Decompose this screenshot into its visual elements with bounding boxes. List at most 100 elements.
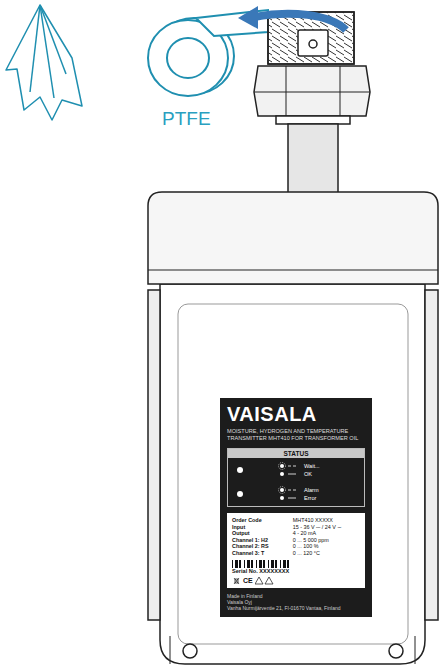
status-text: Error (304, 495, 316, 501)
threaded-fitting (254, 66, 370, 116)
barcode (280, 560, 281, 568)
status-row: AlarmError (228, 482, 364, 506)
ptfe-tape (167, 38, 209, 78)
status-led (234, 461, 264, 479)
led-symbol (278, 486, 304, 494)
rotation-arrow (238, 6, 346, 30)
cloth-icon (6, 5, 82, 120)
transmitter-housing (178, 304, 408, 644)
barcode (232, 560, 233, 568)
status-panel: STATUS Wait... OK AlarmError (227, 448, 365, 507)
barcode (239, 560, 241, 568)
maker-address: Made in FinlandVaisala OyjVanha Nurmijär… (227, 593, 365, 612)
spec-name: Output (232, 530, 287, 537)
threaded-fitting (254, 66, 370, 116)
status-legend: AlarmError (278, 486, 319, 502)
status-row: Wait... OK (228, 458, 364, 482)
spec-name: Input (232, 524, 287, 531)
barcode (283, 560, 286, 568)
led-symbol (278, 462, 304, 470)
led-symbol (288, 466, 296, 467)
spec-name: Order Code (232, 517, 287, 524)
transmitter-housing (425, 290, 438, 620)
led-symbol (280, 496, 284, 500)
barcode (247, 560, 250, 568)
ce-mark: CE (243, 577, 253, 584)
label-plate: VAISALA MOISTURE, HYDROGEN AND TEMPERATUR… (220, 398, 372, 617)
led-symbol (288, 490, 296, 491)
transmitter-housing (170, 636, 415, 664)
threaded-fitting (276, 116, 350, 124)
led-symbol (279, 463, 286, 470)
barcode (271, 560, 274, 568)
status-led (237, 467, 243, 473)
warning-symbols (255, 577, 263, 584)
barcode (268, 560, 269, 568)
barcode (263, 560, 265, 568)
brand-name: VAISALA (227, 403, 365, 425)
cloth-icon (40, 5, 54, 98)
spec-value: 0 ... 5 000 ppm (293, 537, 360, 544)
led-symbol (280, 472, 284, 476)
threaded-fitting (288, 124, 338, 194)
led-symbol (280, 488, 284, 492)
status-line: Alarm (278, 486, 319, 494)
maker-line: Vanha Nurmijärventie 21, FI-01670 Vantaa… (227, 605, 365, 611)
spec-name: Channel 1: H2 (232, 537, 287, 544)
led-symbol (288, 498, 296, 499)
spec-table: Order CodeMHT410 XXXXXInput15 - 36 V ⎓ /… (232, 517, 360, 557)
cloth-icon (40, 5, 66, 74)
spec-name: Channel 2: RS (232, 543, 287, 550)
transmitter-housing (389, 644, 403, 658)
transmitter-housing (183, 644, 197, 658)
status-heading: STATUS (228, 449, 364, 458)
barcode (232, 559, 294, 568)
barcode (235, 560, 238, 568)
barcode (275, 560, 277, 568)
info-panel: Order CodeMHT410 XXXXXInput15 - 36 V ⎓ /… (227, 513, 365, 588)
weee-symbol (232, 576, 241, 585)
transmitter-housing (148, 192, 438, 284)
status-line: Wait... (278, 462, 320, 470)
transmitter-housing (160, 284, 425, 664)
spec-name: Channel 3: T (232, 550, 287, 557)
status-legend: Wait... OK (278, 462, 320, 478)
status-led (234, 485, 264, 503)
status-led (237, 491, 243, 497)
maker-line: Vaisala Oyj (227, 599, 365, 605)
warning-symbols (255, 576, 275, 585)
spec-value: 4 - 20 mA (293, 530, 360, 537)
spec-value: 0 ... 100 % (293, 543, 360, 550)
approval-marks: CE (232, 576, 360, 585)
barcode (287, 560, 289, 568)
tape-label: PTFE (162, 108, 211, 130)
product-description: MOISTURE, HYDROGEN AND TEMPERATURE TRANS… (227, 428, 365, 442)
barcode (256, 560, 257, 568)
cloth-icon (30, 5, 40, 92)
transmitter-housing (148, 290, 160, 620)
rotation-arrow (254, 14, 346, 30)
led-symbol (279, 487, 286, 494)
threaded-fitting (268, 12, 354, 64)
status-text: OK (304, 471, 312, 477)
maker-line: Made in Finland (227, 593, 365, 599)
status-text: Wait... (304, 463, 320, 469)
threaded-fitting (309, 40, 317, 48)
cloth-icon (6, 5, 82, 120)
led-symbol (280, 464, 284, 468)
spec-value: MHT410 XXXXX (293, 517, 360, 524)
serial-number: Serial No. XXXXXXXX (232, 568, 360, 575)
status-line: OK (278, 470, 320, 478)
rotation-arrow (238, 6, 258, 29)
threaded-fitting (298, 30, 328, 56)
transmitter-housing (148, 192, 438, 664)
transmitter-housing (148, 270, 438, 271)
status-line: Error (278, 494, 319, 502)
barcode (251, 560, 253, 568)
weee-symbol (234, 578, 239, 584)
warning-symbols (265, 577, 273, 584)
led-symbol (278, 494, 304, 502)
status-text: Alarm (304, 487, 319, 493)
barcode (244, 560, 245, 568)
barcode (259, 560, 262, 568)
